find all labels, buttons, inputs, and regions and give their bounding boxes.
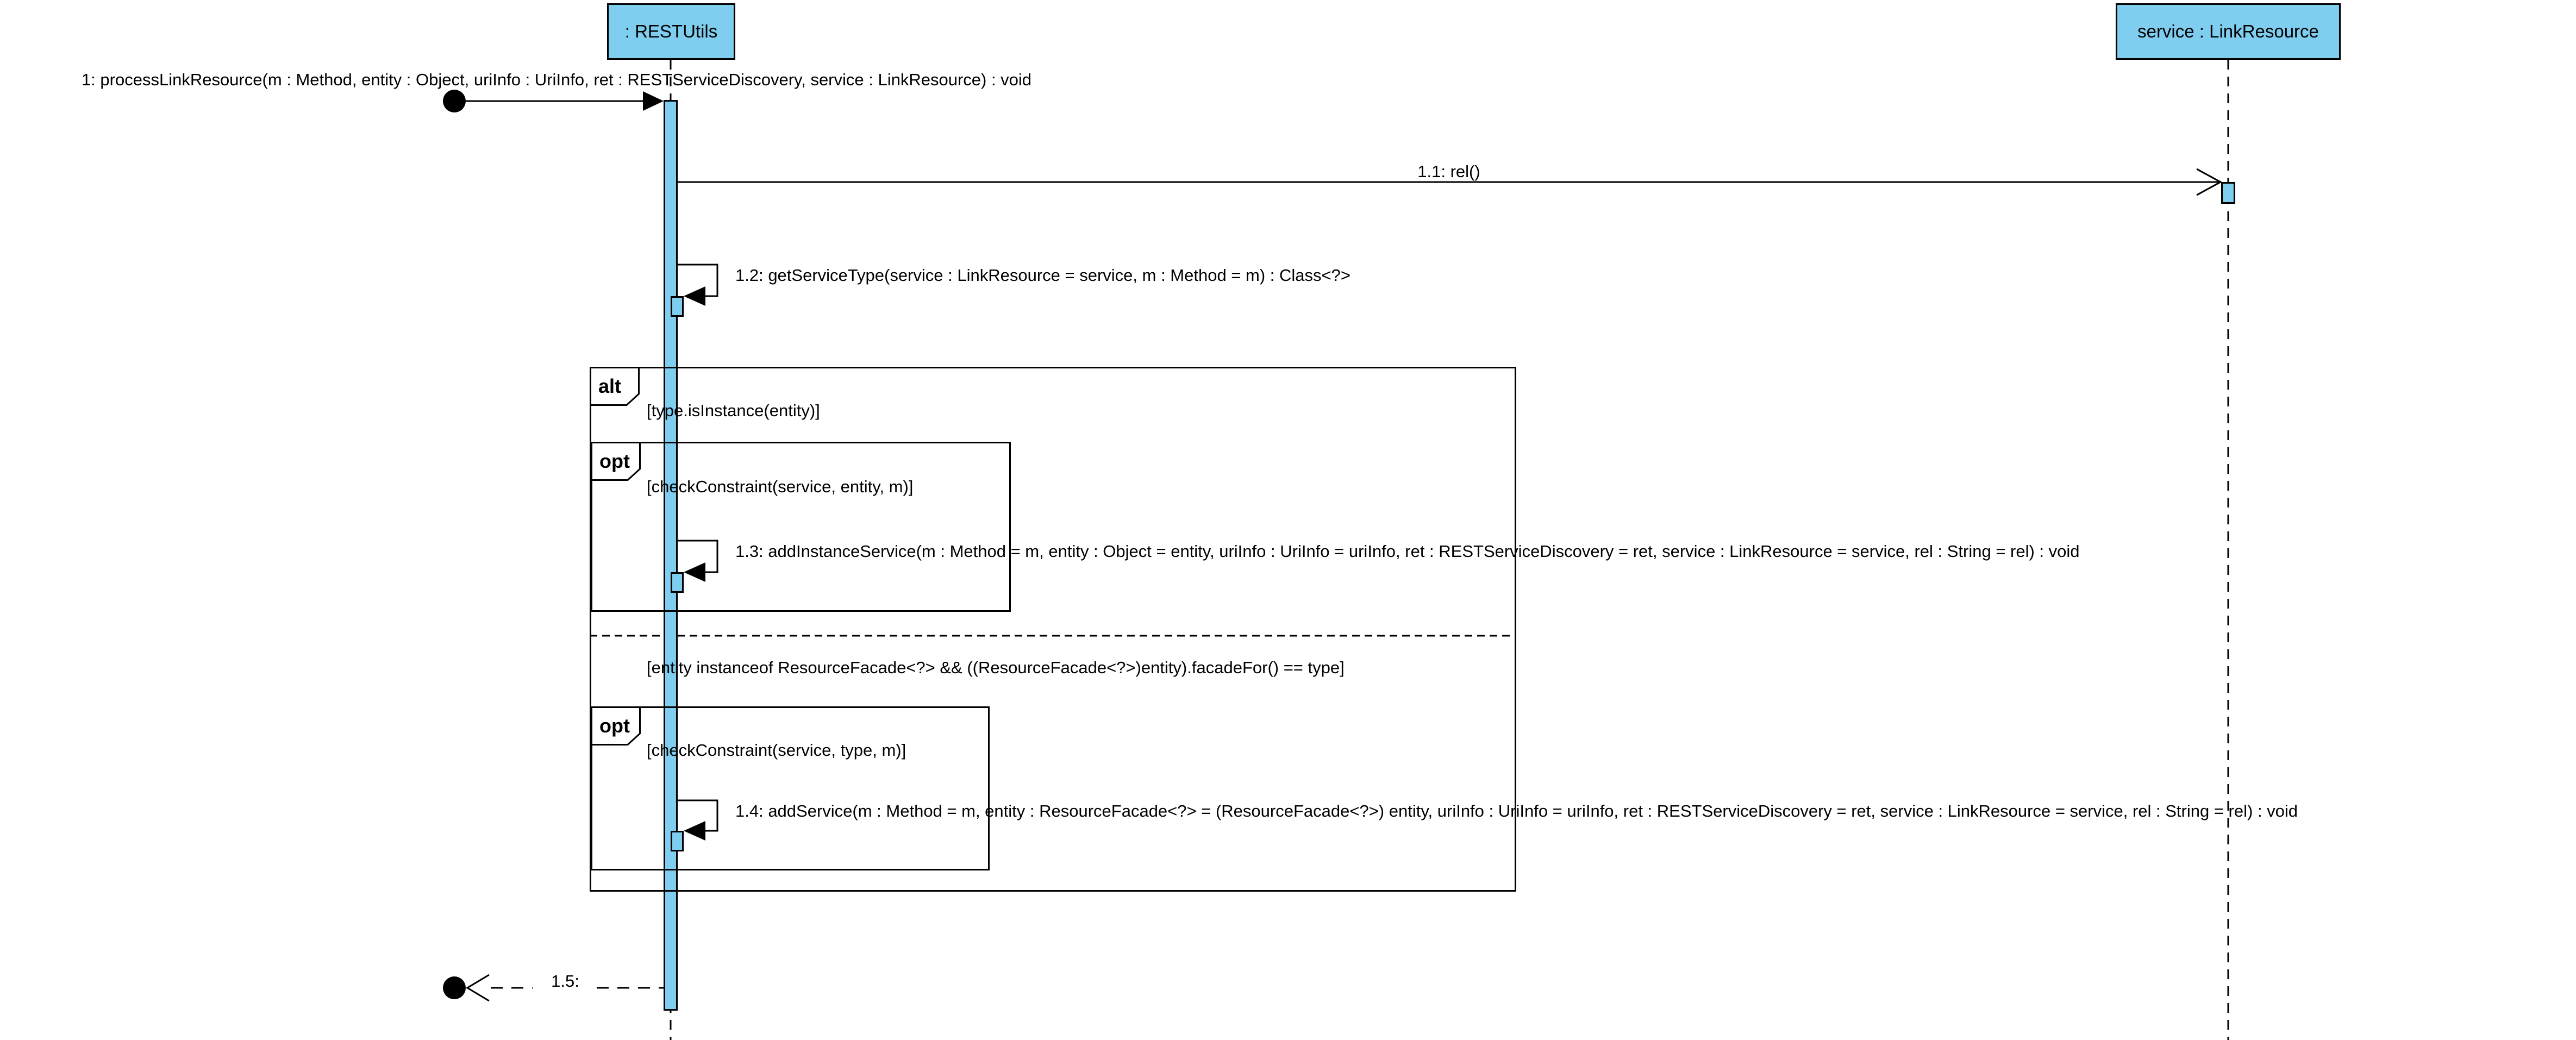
message-1-label: 1: processLinkResource(m : Method, entit… [81,70,1032,89]
opt1-guard: [checkConstraint(service, entity, m)] [647,477,914,496]
message-1-5-label: 1.5: [551,972,579,991]
opt1-fragment-operator-label: opt [599,450,630,472]
alt-fragment-tab [590,367,640,406]
opt2-fragment-tab [591,706,641,745]
message-1-3-sync-arrowhead-icon [684,562,705,582]
activation-restutils-main [664,100,678,1011]
message-1-5-async-arrowhead-icon [466,974,490,1002]
opt1-fragment-frame [591,442,1011,612]
opt2-guard: [checkConstraint(service, type, m)] [647,741,906,760]
found-message-endpoint [443,90,466,112]
message-1-4-label: 1.4: addService(m : Method = m, entity :… [735,801,2298,820]
return-message-endpoint [443,976,466,999]
alt-fragment-frame [590,367,1516,892]
activation-nested-getservicetype [671,296,684,317]
opt2-fragment-frame [591,706,990,870]
alt-guard-operand1: [type.isInstance(entity)] [647,401,820,420]
lifeline-head-restutils-label: : RESTUtils [624,21,718,41]
message-1-3-label: 1.3: addInstanceService(m : Method = m, … [735,542,2080,561]
opt2-fragment-operator-label: opt [599,715,630,737]
message-1-sync-arrowhead-icon [643,91,664,111]
lifeline-head-restutils: : RESTUtils [607,3,735,60]
message-1-2-sync-arrowhead-icon [684,286,705,306]
message-1-4-sync-arrowhead-icon [684,821,705,841]
activation-nested-addservice [671,831,684,851]
activation-linkresource-rel [2221,182,2235,204]
alt-fragment-operator-label: alt [598,375,622,397]
opt1-fragment-tab [591,442,641,481]
message-1-2-label: 1.2: getServiceType(service : LinkResour… [735,266,1350,285]
message-1-1-async-arrowhead-icon [2196,168,2223,196]
lifeline-head-linkresource: service : LinkResource [2116,3,2341,60]
lifeline-head-linkresource-label: service : LinkResource [2137,21,2319,41]
alt-guard-operand2: [entity instanceof ResourceFacade<?> && … [647,658,1345,677]
activation-nested-addinstanceservice [671,572,684,593]
message-1-1-label: 1.1: rel() [1417,162,1480,181]
